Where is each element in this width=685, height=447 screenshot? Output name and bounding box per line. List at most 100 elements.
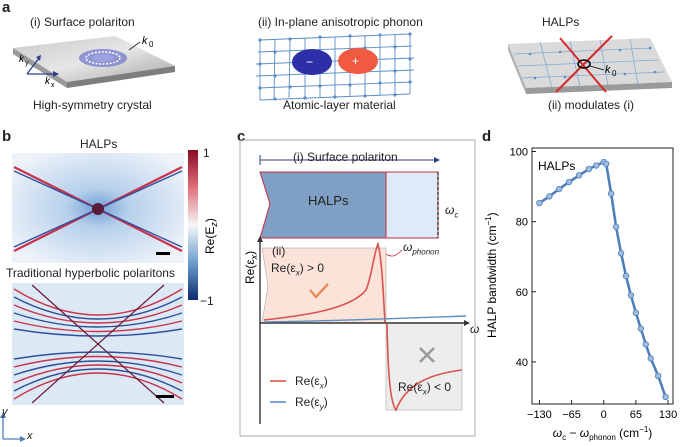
data-point [617,250,625,257]
y-tick-label: 40 [516,357,528,369]
eps-y-axis-text: Re(εx) [243,251,259,284]
ky-arrow [36,55,41,61]
legend-x-text: Re(εx) [295,374,328,391]
trad-map-hyperbolas [13,288,183,400]
ii-label: (ii) [272,244,286,258]
lattice-atoms [258,32,412,101]
halps-atoms [528,46,657,80]
bandwidth-line [538,160,667,398]
y-tick-label: 100 [510,147,528,159]
halps-box-label: HALPs [308,193,349,208]
check-mark [309,283,329,299]
kx-sub: x [51,82,55,89]
slab-left-side [13,48,67,88]
data-point [647,355,654,362]
omega-x-axis-label: ω [470,322,480,336]
eps-x-curve-positive [263,241,386,323]
surface-polariton-c: (i) Surface polariton [293,150,398,164]
chart-title: HALPs [538,159,575,173]
data-point [546,193,553,200]
halps-map-center [92,203,104,215]
xy-axes-indicator [0,412,26,442]
data-point [654,372,662,380]
x-tick-label: 130 [659,409,677,421]
data-point [593,162,600,169]
colorbar [188,150,198,300]
omega-phonon-pointer [385,249,403,257]
data-point [575,172,583,179]
data-point [565,178,573,186]
minus-sign: − [306,55,313,69]
legend-y-text: Re(εy) [295,395,328,412]
halps-k0-label: k [605,64,611,76]
atomic-lattice-diagram: − + [255,32,415,101]
omega-c-label: ωc [445,203,459,220]
y-tick-label: 80 [516,217,528,229]
negative-charge-lobe [292,49,332,75]
halps-map-title: HALPs [80,137,118,151]
omega-phonon-label: ωphonon [403,240,440,257]
ky-label: k [19,54,25,65]
data-point [637,325,645,332]
cross-mark [419,347,435,363]
halps-field-map [12,153,184,263]
eps-x-curve-negative [386,323,463,412]
k0-pointer [128,41,141,51]
halps-scale-bar [156,252,170,255]
panel-c-label: c [237,128,246,145]
kx-label: k [45,76,51,87]
x-tick-label: −130 [527,409,552,421]
positive-charge-lobe [338,48,378,74]
high-symmetry-caption: High-symmetry crystal [33,98,152,112]
plot-frame [531,147,674,405]
k0-sub: 0 [149,40,154,49]
kx-arrow [53,71,59,77]
data-point [662,393,669,401]
eps-y-curve [263,315,467,323]
halps-k0-sub: 0 [612,69,617,78]
colorbar-label-text: Re(Ez) [203,218,219,254]
slab-front-side [67,66,175,88]
colorbar-label: Re(Ez) [203,218,219,254]
colorbar-min: −1 [200,294,214,308]
data-point [622,272,630,280]
panel-a-label: a [2,0,11,16]
x-tick-label: 65 [630,409,642,421]
axis-y-label: y [2,406,8,418]
data-point [632,309,640,317]
halps-slab-diagram: k 0 [508,35,672,94]
halps-slab-front [526,82,672,94]
colorbar-gradient [188,150,198,300]
data-point [536,199,543,207]
ky-sub: y [25,60,29,67]
colorbar-max: 1 [203,146,210,160]
halps-title-a: HALPs [542,15,580,29]
data-point [607,190,615,197]
light-blue-box [385,171,439,239]
sp-arrow-head [434,157,440,163]
polariton-ring-dashed [85,51,121,65]
y-axis-head [257,236,263,242]
surface-polariton-title: (i) Surface polariton [30,15,135,29]
modulates-caption: (ii) modulates (i) [548,98,635,112]
traditional-map-title: Traditional hyperbolic polaritons [6,266,175,280]
trad-diag-2 [31,284,165,404]
k0-label: k [142,35,148,47]
data-point [603,160,610,167]
ky-axis [26,57,40,75]
y-axis-label: HALP bandwidth (cm−1) [484,212,499,338]
plus-sign: + [352,54,359,68]
halps-k0-ring [577,59,591,69]
halps-lattice [513,38,665,89]
data-point [612,223,620,231]
atomic-layer-caption: Atomic-layer material [283,98,396,112]
halps-slab-left [508,44,526,94]
polariton-ring-inner [92,54,114,62]
x-tick-label: −65 [562,409,581,421]
lattice-lines [255,33,415,101]
anisotropic-phonon-title: (ii) In-plane anisotropic phonon [258,15,423,29]
panel-b-label: b [2,128,12,145]
data-point [627,292,635,299]
trad-scale-bar [156,395,174,398]
